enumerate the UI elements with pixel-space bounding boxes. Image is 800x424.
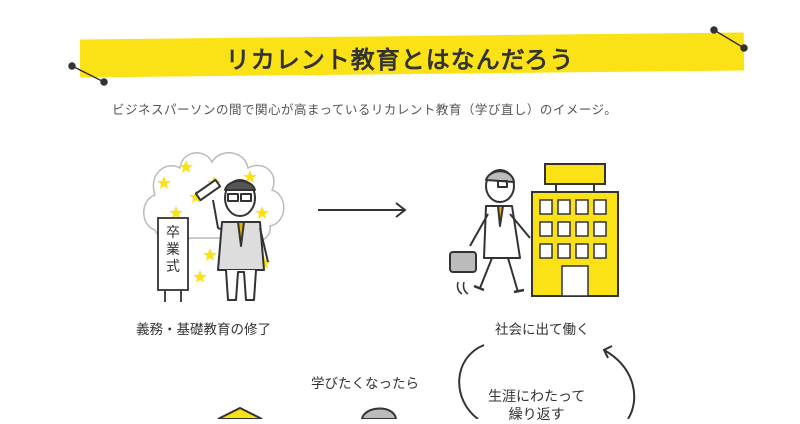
step-relearn-caption: 学びたくなったら <box>311 376 419 392</box>
cycle-circle-arrow-icon <box>458 344 636 419</box>
learner-person-icon <box>360 407 398 419</box>
flow-arrow-right-icon <box>318 202 407 218</box>
office-building-icon <box>531 163 619 297</box>
page-title: リカレント教育とはなんだろう <box>225 46 575 74</box>
graduate-person-icon <box>194 178 269 301</box>
school-building-icon <box>217 406 263 419</box>
graduation-sign-label: 卒業式 <box>166 225 180 275</box>
graduation-sign <box>157 217 189 302</box>
banner-left-connector-icon <box>68 62 108 86</box>
cycle-caption-line2: 繰り返す <box>508 407 565 423</box>
worker-person-icon <box>449 169 531 294</box>
step-graduation-caption: 義務・基礎教育の修了 <box>136 322 271 338</box>
step-work-caption: 社会に出て働く <box>495 322 590 338</box>
page-subtitle: ビジネスパーソンの間で関心が高まっているリカレント教育（学び直し）のイメージ。 <box>112 102 618 117</box>
banner-right-connector-icon <box>710 26 748 52</box>
motion-lines <box>456 281 469 295</box>
cycle-caption-line1: 生涯にわたって <box>488 389 586 405</box>
